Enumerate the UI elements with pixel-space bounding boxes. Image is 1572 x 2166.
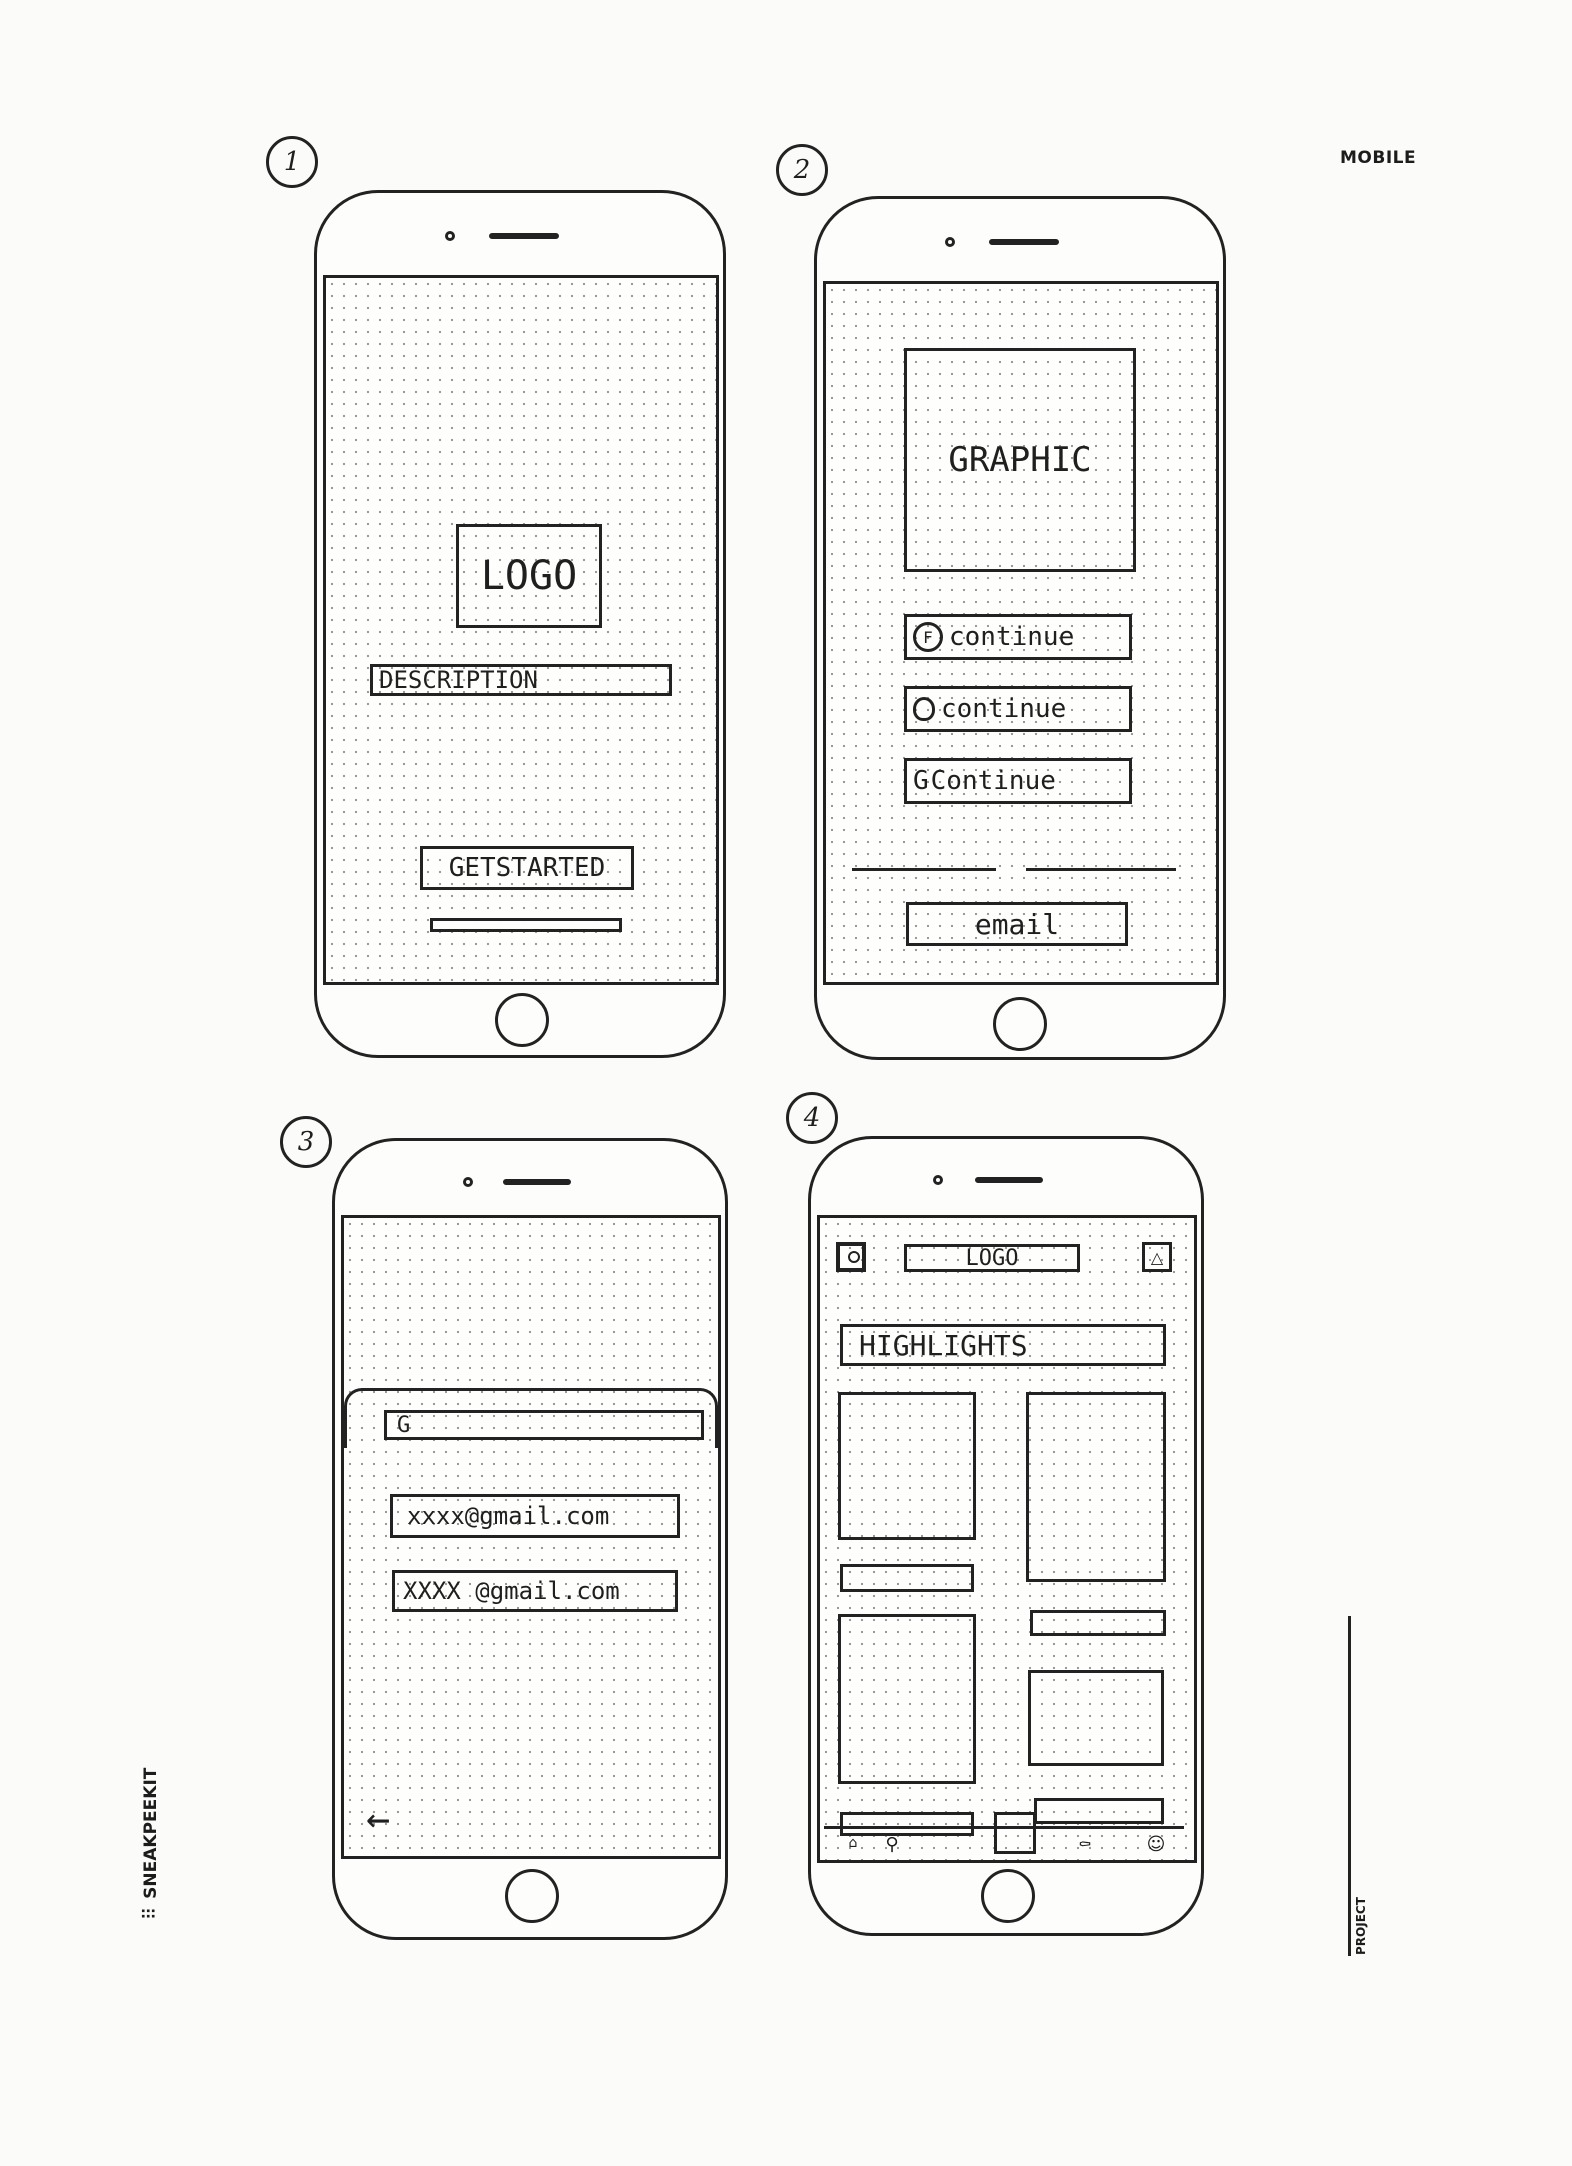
highlight-card-caption: [840, 1564, 974, 1592]
highlight-card-caption: [1030, 1610, 1166, 1636]
screen-4: LOGO △ HIGHLIGHTS ⌂ ⚲ ⚰ ☺: [817, 1215, 1197, 1863]
project-label: PROJECT: [1354, 1897, 1368, 1955]
screen-1: LOGO DESCRIPTION GETSTARTED: [323, 275, 719, 985]
get-started-button[interactable]: GETSTARTED: [420, 846, 634, 890]
facebook-icon: F: [913, 622, 943, 652]
screen-number-3: 3: [280, 1116, 332, 1168]
brand-text: SNEAKPEEKIT: [140, 1767, 161, 1899]
logo-box: LOGO: [456, 524, 602, 628]
account-option-1[interactable]: xxxx@gmail.com: [390, 1494, 680, 1538]
category-label: MOBILE: [1340, 148, 1417, 168]
profile-tab-icon[interactable]: ☺: [1146, 1833, 1166, 1855]
add-tab-button[interactable]: [994, 1812, 1036, 1854]
screen-2: GRAPHIC F continue continue G Continue e…: [823, 281, 1219, 985]
account-sheet: [344, 1388, 718, 1448]
notification-bell-icon[interactable]: △: [1142, 1242, 1172, 1272]
phone-4: LOGO △ HIGHLIGHTS ⌂ ⚲ ⚰ ☺: [808, 1136, 1204, 1936]
apple-continue-button[interactable]: continue: [904, 686, 1132, 732]
apple-icon: [913, 697, 935, 721]
button-label: continue: [949, 622, 1075, 652]
speaker-slot: [975, 1177, 1043, 1183]
highlight-card-image[interactable]: [1028, 1670, 1164, 1766]
tab-bar-top: [824, 1826, 1184, 1829]
secondary-link-bar[interactable]: [430, 918, 622, 932]
account-option-2[interactable]: XXXX @gmail.com: [392, 1570, 678, 1612]
logo-bar: LOGO: [904, 1244, 1080, 1272]
speaker-slot: [989, 239, 1059, 245]
button-label: continue: [941, 694, 1067, 724]
screen-3: G xxxx@gmail.com XXXX @gmail.com ←: [341, 1215, 721, 1859]
screen-number-2: 2: [776, 144, 828, 196]
phone-2: GRAPHIC F continue continue G Continue e…: [814, 196, 1226, 1060]
home-button[interactable]: [505, 1869, 559, 1923]
divider-right: [1026, 868, 1176, 871]
home-button[interactable]: [981, 1869, 1035, 1923]
google-continue-button[interactable]: G Continue: [904, 758, 1132, 804]
home-tab-icon[interactable]: ⌂: [848, 1835, 858, 1851]
search-input[interactable]: G: [384, 1410, 704, 1440]
facebook-continue-button[interactable]: F continue: [904, 614, 1132, 660]
google-icon: G: [913, 766, 929, 796]
speaker-slot: [503, 1179, 571, 1185]
search-tab-icon[interactable]: ⚲: [885, 1833, 899, 1855]
home-button[interactable]: [993, 997, 1047, 1051]
brand-label: ⠿ SNEAKPEEKIT: [140, 1768, 161, 1920]
camera-button[interactable]: [836, 1242, 866, 1272]
graphic-placeholder: GRAPHIC: [904, 348, 1136, 572]
highlight-card-image[interactable]: [838, 1614, 976, 1784]
project-rule: [1348, 1616, 1351, 1956]
highlight-card-image[interactable]: [1026, 1392, 1166, 1582]
highlights-header: HIGHLIGHTS: [840, 1324, 1166, 1366]
camera-icon: [445, 231, 455, 241]
camera-icon: [933, 1175, 943, 1185]
grid-dots-icon: ⠿: [140, 1908, 161, 1920]
screen-number-1: 1: [266, 136, 318, 188]
screen-number-4: 4: [786, 1092, 838, 1144]
camera-icon: [945, 237, 955, 247]
back-arrow-icon[interactable]: ←: [366, 1796, 391, 1842]
email-button[interactable]: email: [906, 902, 1128, 946]
highlight-card-caption: [840, 1812, 974, 1836]
speaker-slot: [489, 233, 559, 239]
phone-3: G xxxx@gmail.com XXXX @gmail.com ←: [332, 1138, 728, 1940]
camera-lens-icon: [848, 1251, 860, 1263]
home-button[interactable]: [495, 993, 549, 1047]
phone-1: LOGO DESCRIPTION GETSTARTED: [314, 190, 726, 1058]
highlight-card-image[interactable]: [838, 1392, 976, 1540]
description-bar: DESCRIPTION: [370, 664, 672, 696]
tag-tab-icon[interactable]: ⚰: [1078, 1834, 1092, 1854]
button-label: Continue: [930, 766, 1056, 796]
camera-icon: [463, 1177, 473, 1187]
highlight-card-caption: [1034, 1798, 1164, 1824]
divider-left: [852, 868, 996, 871]
